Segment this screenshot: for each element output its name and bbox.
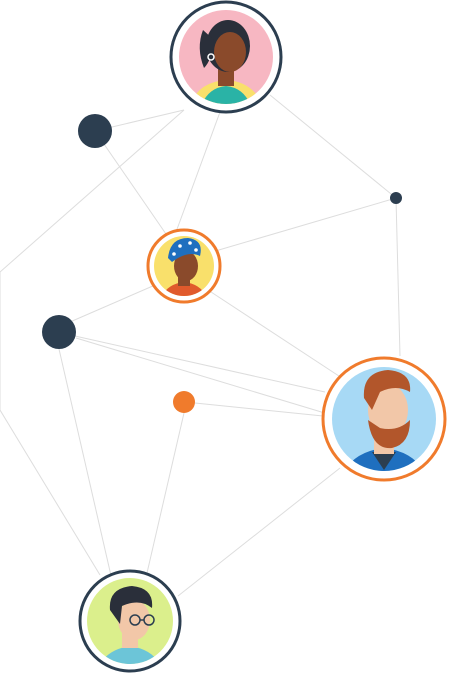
edge-line — [207, 289, 346, 381]
edge-line — [0, 109, 185, 273]
edge-line — [0, 409, 101, 576]
edge-line — [211, 197, 397, 253]
edge-line — [175, 111, 221, 233]
edge-line — [58, 348, 113, 581]
edge-line — [177, 467, 341, 597]
edges-layer — [0, 94, 401, 597]
edge-line — [395, 197, 401, 357]
dot-large-1 — [78, 114, 112, 148]
man-glasses-avatar[interactable] — [78, 569, 182, 673]
edge-line — [94, 130, 167, 235]
woman-curly-hair-avatar[interactable] — [169, 0, 283, 114]
bearded-man-avatar[interactable] — [321, 356, 447, 482]
edge-line — [69, 281, 163, 323]
edge-line — [74, 335, 326, 393]
edge-line — [194, 402, 324, 417]
dot-large-2 — [42, 315, 76, 349]
dot-small — [390, 192, 402, 204]
node-dots — [42, 114, 402, 413]
edge-line — [146, 412, 185, 574]
woman-headwrap-avatar[interactable] — [146, 228, 222, 304]
dot-orange — [173, 391, 195, 413]
edge-line — [75, 337, 329, 415]
edge-line — [269, 94, 397, 199]
